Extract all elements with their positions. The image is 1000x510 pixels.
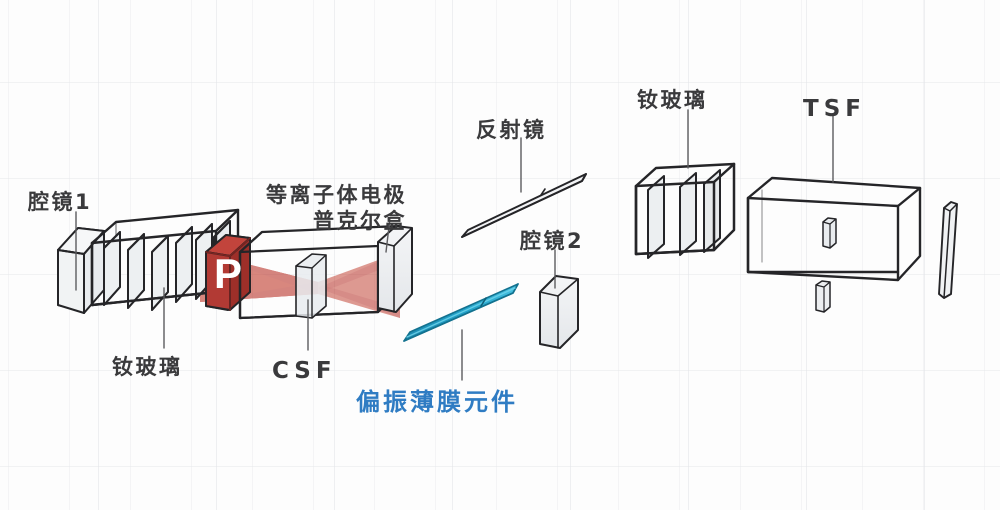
label-cavity-mirror-2: 腔镜2 xyxy=(520,229,585,253)
component-tsf-end-plate xyxy=(938,201,958,299)
component-tsf-box xyxy=(746,176,922,313)
component-polarizing-film xyxy=(403,283,519,342)
leader-lines xyxy=(75,109,834,381)
label-reflector: 反射镜 xyxy=(476,118,547,142)
pockels-p-marker: P xyxy=(213,250,242,297)
tsf-aperture xyxy=(822,217,837,249)
label-tsf: TSF xyxy=(803,96,866,122)
label-nd-glass-left: 钕玻璃 xyxy=(112,355,183,379)
label-cavity-mirror-1: 腔镜1 xyxy=(28,190,93,214)
component-cavity-mirror-1 xyxy=(57,227,105,314)
csf-plate xyxy=(295,253,327,319)
leader-pockels-cell xyxy=(385,217,391,253)
label-plasma-electrode: 等离子体电极 xyxy=(266,183,407,207)
component-nd-glass-right xyxy=(634,162,736,259)
component-reflector xyxy=(461,173,587,238)
label-csf: CSF xyxy=(272,358,337,384)
component-nd-glass-left xyxy=(90,208,240,311)
label-pockels-cell: 普克尔盒 xyxy=(313,209,407,233)
tsf-chip-below xyxy=(815,280,831,313)
csf-exit-plate xyxy=(377,225,413,313)
label-nd-glass-right: 钕玻璃 xyxy=(637,88,708,112)
label-polarizing-film: 偏振薄膜元件 xyxy=(356,388,518,416)
component-cavity-mirror-2 xyxy=(539,275,579,349)
